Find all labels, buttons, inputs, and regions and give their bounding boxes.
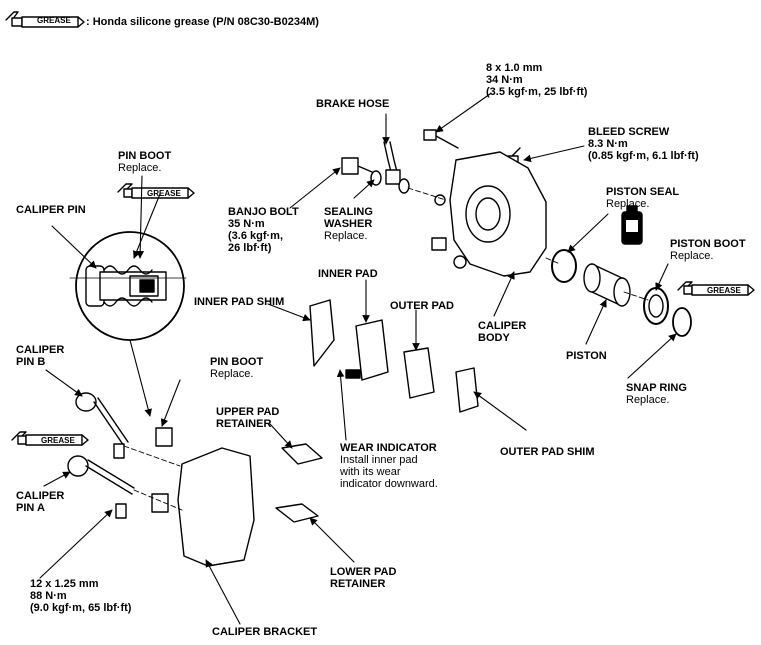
caliper-pin-b-label: CALIPER PIN B [16, 344, 65, 368]
caliper-bolt-spec-label: 8 x 1.0 mm 34 N·m (3.5 kgf·m, 25 lbf·ft) [486, 62, 588, 98]
upper-pad-retainer-part [281, 443, 323, 465]
snap-ring-part [672, 307, 692, 337]
piston-seal-label: PISTON SEAL Replace. [606, 186, 680, 210]
sealing-washer-label: SEALING WASHER Replace. [324, 206, 373, 242]
caliper-top-bolt-part [423, 129, 459, 149]
legend-grease-badge: GREASE [37, 16, 71, 25]
caliper-body-label: CALIPER BODY [478, 320, 527, 344]
caliper-pin-label: CALIPER PIN [16, 204, 86, 216]
lower-pad-retainer-part [275, 503, 319, 523]
caliper-pin-b-part [75, 392, 129, 447]
left-grease-tube-icon [11, 431, 89, 446]
banjo-bolt-part [341, 157, 410, 194]
lower-pad-retainer-label: LOWER PAD RETAINER [330, 566, 397, 590]
wear-indicator-label: WEAR INDICATOR Install inner pad with it… [340, 442, 438, 490]
piston-boot-part [643, 287, 669, 325]
bottom-bolt-spec-label: 12 x 1.25 mm 88 N·m (9.0 kgf·m, 65 lbf·f… [30, 578, 132, 614]
assembly-guide-lines [123, 187, 649, 511]
outer-pad-part [403, 347, 435, 399]
left-grease-badge: GREASE [41, 436, 75, 445]
upper-pad-retainer-label: UPPER PAD RETAINER [216, 406, 280, 430]
inner-pad-part [345, 319, 389, 381]
pin-boot-grease-badge: GREASE [147, 189, 181, 198]
outer-pad-shim-part [455, 367, 479, 413]
pin-boot-grease-tube-icon [117, 183, 195, 199]
brake-hose-part [383, 141, 401, 185]
caliper-pin-detail-circle [69, 231, 187, 341]
piston-label: PISTON [566, 350, 607, 362]
pin-boot-mid-label: PIN BOOT Replace. [210, 356, 264, 380]
brake-hose-label: BRAKE HOSE [316, 98, 390, 110]
piston-boot-grease-tube-icon [677, 281, 755, 296]
bracket-pin-boot-part [113, 427, 173, 519]
outer-pad-shim-label: OUTER PAD SHIM [500, 446, 595, 458]
piston-boot-grease-badge: GREASE [707, 286, 741, 295]
caliper-pin-a-label: CALIPER PIN A [16, 490, 65, 514]
inner-pad-shim-part [309, 299, 335, 367]
pin-boot-top-label: PIN BOOT Replace. [118, 150, 172, 174]
caliper-bracket-part [177, 447, 255, 567]
piston-seal-part [551, 249, 577, 283]
outer-pad-label: OUTER PAD [390, 300, 454, 312]
inner-pad-label: INNER PAD [318, 268, 378, 280]
piston-part [583, 263, 631, 307]
banjo-bolt-label: BANJO BOLT 35 N·m (3.6 kgf·m, 26 lbf·ft) [228, 206, 299, 254]
brake-fluid-bottle-icon [621, 205, 643, 245]
leader-lines [39, 93, 677, 625]
snap-ring-label: SNAP RING Replace. [626, 382, 687, 406]
legend-text: : Honda silicone grease (P/N 08C30-B0234… [86, 16, 319, 28]
bleed-screw-label: BLEED SCREW 8.3 N·m (0.85 kgf·m, 6.1 lbf… [588, 126, 699, 162]
piston-boot-label: PISTON BOOT Replace. [670, 238, 746, 262]
caliper-pin-a-part [67, 455, 135, 495]
caliper-body-part [431, 151, 547, 277]
grease-tube-icon [5, 11, 85, 28]
inner-pad-shim-label: INNER PAD SHIM [194, 296, 285, 308]
caliper-bracket-label: CALIPER BRACKET [212, 626, 318, 638]
